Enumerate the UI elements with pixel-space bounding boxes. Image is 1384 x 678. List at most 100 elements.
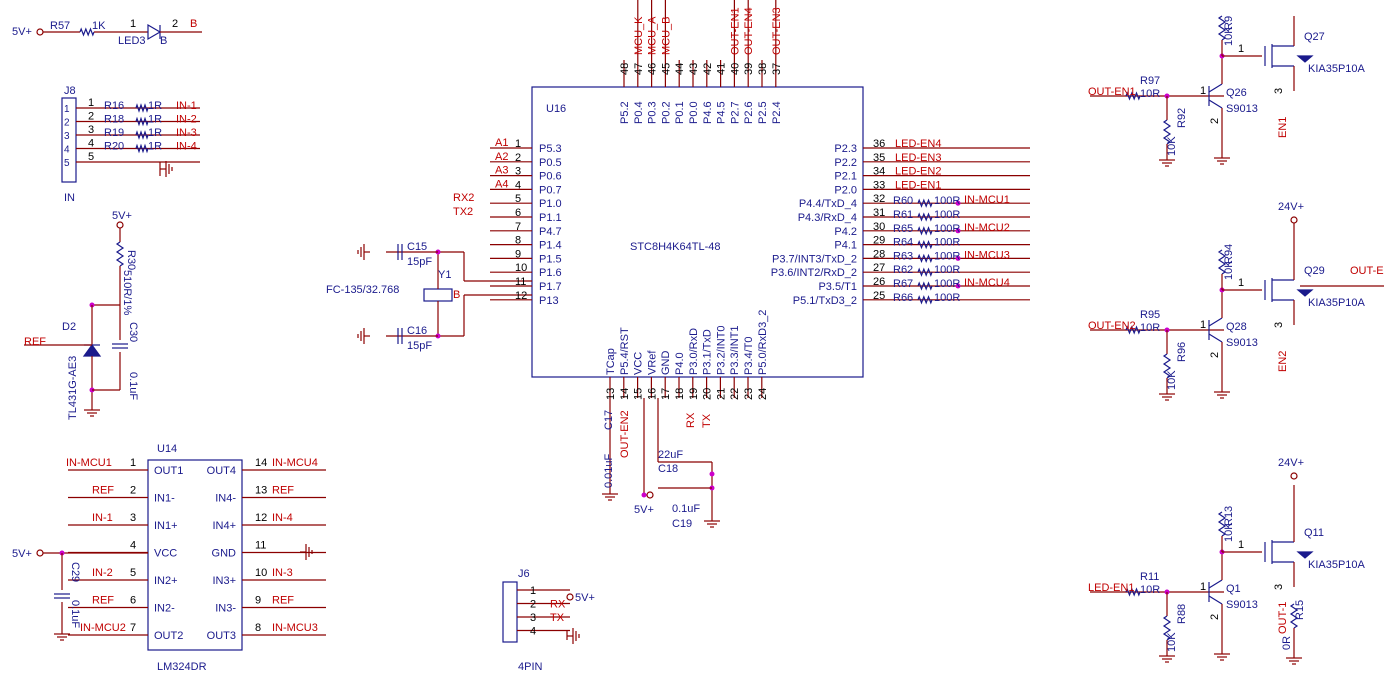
pin-name: IN3-: [215, 603, 236, 615]
junction-dot: [955, 255, 961, 261]
net-label: OUT-E: [1350, 265, 1384, 277]
resistor: [115, 241, 125, 267]
pin-number: 2: [530, 599, 536, 611]
tl431-part: TL431G-AE3: [67, 356, 79, 420]
pin-number: 10: [255, 567, 267, 579]
pin-number: 15: [633, 388, 645, 400]
c17-value: 0.01uF: [603, 453, 615, 488]
net-label: EN2: [1277, 351, 1289, 372]
pin-number: 47: [633, 63, 645, 75]
pin-name: P1.4: [539, 240, 562, 252]
rtop-ref: R13: [1223, 506, 1235, 526]
body-diode-icon: [1296, 289, 1314, 297]
pin-number: 44: [674, 63, 686, 75]
resistor: [917, 295, 933, 305]
net-label: REF: [24, 336, 46, 348]
net-label: IN-2: [176, 114, 197, 126]
pin-number: 12: [255, 512, 267, 524]
resistor: [1217, 15, 1227, 41]
pin-number: 40: [729, 63, 741, 75]
pin-name: P4.1: [834, 240, 857, 252]
resistor-value: 100R: [934, 195, 960, 207]
net-label: IN-MCU2: [80, 622, 126, 634]
resistor-value: 1R: [148, 127, 162, 139]
pin-name: IN3+: [212, 575, 236, 587]
pin-name: VCC: [633, 352, 645, 375]
led-icon: [147, 23, 162, 41]
u16-ref: U16: [546, 103, 566, 115]
pin-number: 42: [702, 63, 714, 75]
pin-number: 14: [619, 388, 631, 400]
pin-name: IN1-: [154, 493, 175, 505]
rin-value: 10R: [1140, 584, 1160, 596]
pin-name: P1.1: [539, 212, 562, 224]
connector-j6: [502, 581, 518, 643]
pin-number: 21: [715, 388, 727, 400]
j8-label: IN: [64, 192, 75, 204]
pin-number: 4: [88, 138, 94, 150]
pin-number: 24: [757, 388, 769, 400]
resistor-value: 100R: [934, 237, 960, 249]
c18-ref: C18: [658, 463, 678, 475]
net-label: REF: [272, 595, 294, 607]
pin-name: P4.2: [834, 226, 857, 238]
net-label: OUT-EN4: [743, 7, 755, 55]
pin-name: P2.2: [834, 157, 857, 169]
pin-number: 13: [605, 388, 617, 400]
resistor-value: 100R: [934, 209, 960, 221]
pin-number: 7: [130, 622, 136, 634]
npn-part: S9013: [1226, 599, 1258, 611]
vcc-label: 5V+: [12, 548, 32, 560]
net-label: TX: [701, 413, 713, 428]
c30-ref: C30: [127, 322, 139, 342]
npn-transistor: [1208, 317, 1223, 327]
resistor-value: 1R: [148, 141, 162, 153]
r30-ref: R30: [125, 250, 137, 270]
npn-transistor: [1208, 595, 1223, 605]
mos-part: KIA35P10A: [1308, 297, 1366, 309]
pin-number: 9: [255, 595, 261, 607]
net-label: OUT-EN1: [1088, 86, 1136, 98]
c30-value: 0.1uF: [127, 372, 139, 400]
c19-ref: C19: [672, 518, 692, 530]
pin-number: 5: [515, 193, 521, 205]
junction-dot: [955, 283, 961, 289]
vcc-label: 5V+: [12, 26, 32, 38]
net-label: RX: [685, 412, 697, 428]
net-label: OUT-1: [1277, 602, 1289, 634]
pin-name: OUT2: [154, 630, 183, 642]
net-label: IN-MCU2: [964, 222, 1010, 234]
power-port: [566, 593, 574, 601]
pin-name: P3.0/RxD: [688, 328, 700, 375]
net-label: REF: [272, 485, 294, 497]
body-diode-icon: [1296, 551, 1314, 559]
resistor: [917, 226, 933, 236]
pin-number: 3: [130, 512, 136, 524]
pin-number: 10: [515, 262, 527, 274]
u16-part: STC8H4K64TL-48: [630, 241, 721, 253]
npn-transistor: [1208, 333, 1223, 343]
pin-name: OUT1: [154, 465, 183, 477]
pin-number: 1: [1238, 277, 1244, 289]
r15-ref: R15: [1294, 600, 1306, 620]
pin-name: P3.4/T0: [743, 336, 755, 375]
ic-u14: [147, 459, 243, 651]
resistor-ref: R67: [893, 278, 913, 290]
pin-name: P2.5: [757, 101, 769, 124]
resistor-ref: R61: [893, 209, 913, 221]
pin-number: 33: [873, 179, 885, 191]
pin-number: 1: [130, 18, 136, 30]
resistor-ref: R64: [893, 237, 913, 249]
pin-name: P5.2: [619, 101, 631, 124]
pin-number: 2: [64, 118, 70, 129]
connector-j8: [61, 97, 77, 183]
net-label: LED-EN3: [895, 152, 941, 164]
resistor-ref: R19: [104, 127, 124, 139]
power-port: [36, 28, 44, 36]
rpd-value: 10K: [1166, 632, 1178, 652]
net-label: IN-1: [92, 512, 113, 524]
pin-name: VCC: [154, 548, 177, 560]
resistor: [917, 198, 933, 208]
pin-number: 27: [873, 262, 885, 274]
